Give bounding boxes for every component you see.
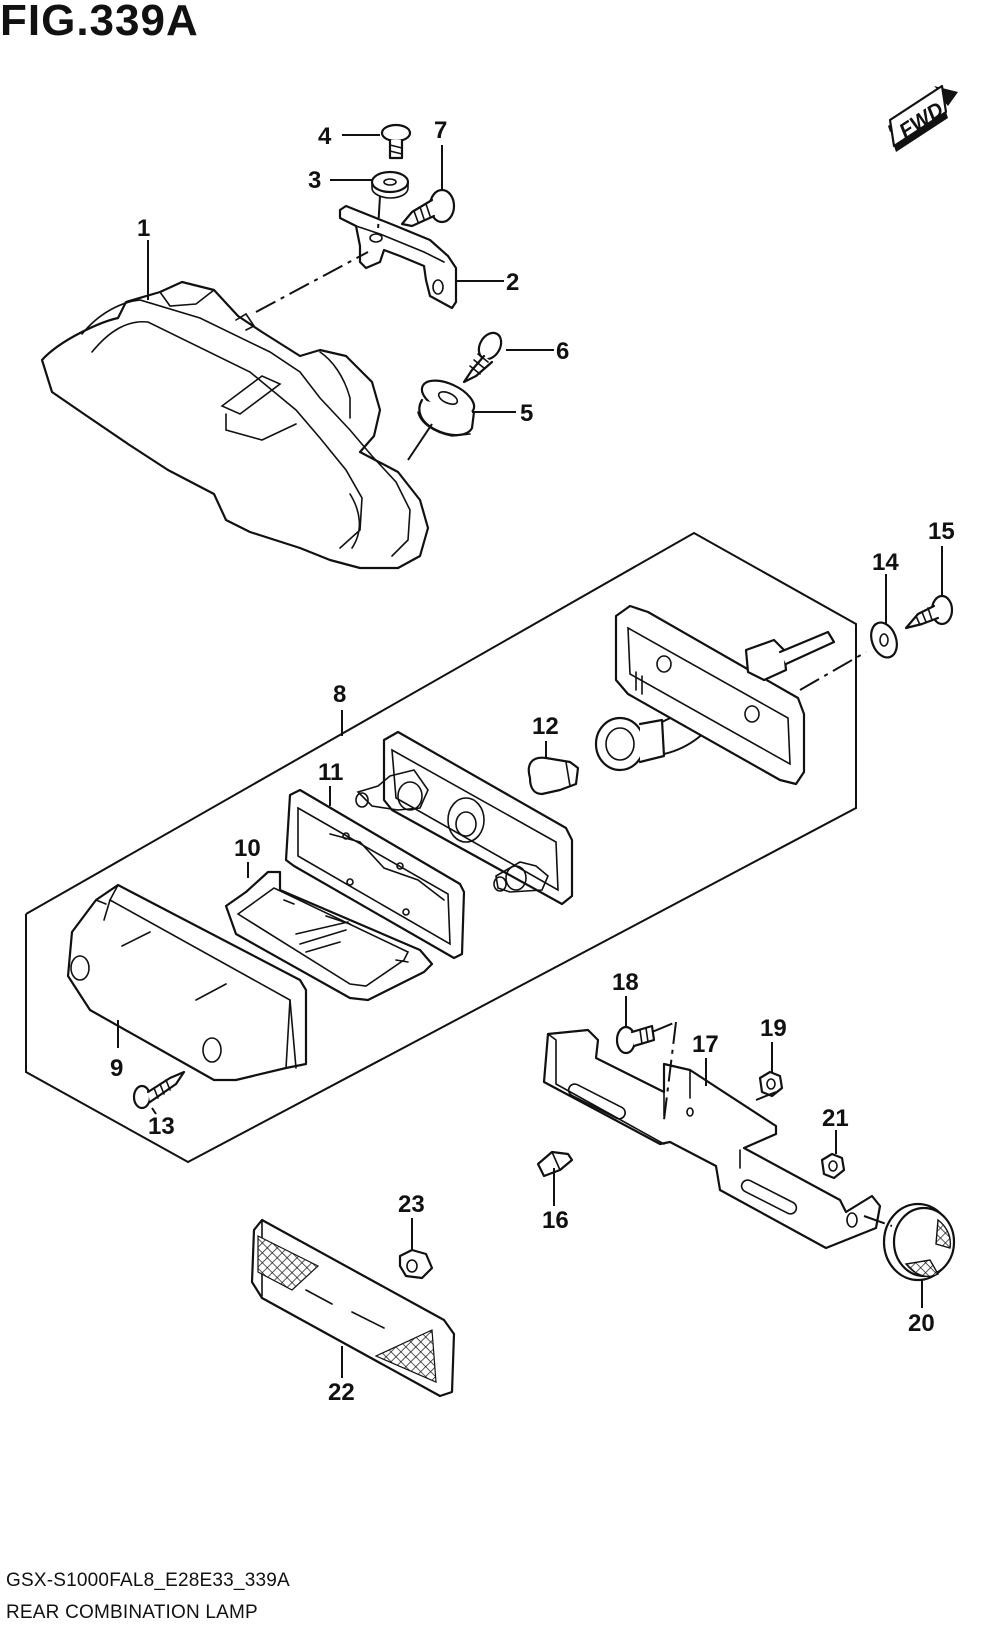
part-19-nut xyxy=(758,1070,784,1098)
callout-21: 21 xyxy=(822,1105,849,1132)
part-11-gasket xyxy=(284,788,466,960)
part-15-screw xyxy=(904,594,954,630)
part-23-nut xyxy=(398,1248,434,1280)
callout-18: 18 xyxy=(612,969,639,996)
callout-7: 7 xyxy=(434,117,447,144)
callout-6: 6 xyxy=(556,338,569,365)
part-20-round-reflector xyxy=(882,1202,956,1282)
callout-11: 11 xyxy=(318,759,343,786)
callout-5: 5 xyxy=(520,400,533,427)
fwd-arrow-icon: FWD xyxy=(888,84,958,152)
callout-8: 8 xyxy=(333,681,346,708)
callout-17: 17 xyxy=(692,1031,719,1058)
part-3-washer xyxy=(370,170,410,199)
callout-16: 16 xyxy=(542,1207,569,1234)
part-13-screw xyxy=(132,1070,186,1110)
figure-title: FIG.339A xyxy=(0,0,199,45)
part-22-rear-reflector xyxy=(250,1218,456,1398)
callout-4: 4 xyxy=(318,123,332,150)
part-12-bulb xyxy=(527,756,580,796)
callout-9: 9 xyxy=(110,1055,123,1082)
part-7-tapping-screw xyxy=(400,188,456,228)
bulb-base-board xyxy=(355,730,574,906)
callout-15: 15 xyxy=(928,518,955,545)
part-2-bracket xyxy=(338,204,458,310)
part-1-lamp-housing xyxy=(40,280,430,570)
model-code: GSX-S1000FAL8_E28E33_339A xyxy=(6,1570,290,1591)
part-5-grommet xyxy=(417,379,476,437)
callout-23: 23 xyxy=(398,1191,425,1218)
part-10-reflector xyxy=(224,870,434,1002)
part-16-clip xyxy=(536,1150,574,1178)
callout-12: 12 xyxy=(532,713,559,740)
callout-10: 10 xyxy=(234,835,261,862)
callout-14: 14 xyxy=(872,549,899,576)
part-17-bracket xyxy=(542,1028,882,1250)
assembly-8-outline xyxy=(25,531,857,1164)
part-9-lens xyxy=(66,883,308,1082)
callout-13: 13 xyxy=(148,1113,175,1140)
part-4-screw xyxy=(380,123,412,160)
callout-19: 19 xyxy=(760,1015,787,1042)
callout-22: 22 xyxy=(328,1379,355,1406)
callout-20: 20 xyxy=(908,1310,935,1337)
part-18-bolt xyxy=(615,1024,656,1055)
assembly-name: REAR COMBINATION LAMP xyxy=(6,1602,258,1623)
leader-lines xyxy=(117,134,943,1378)
part-14-washer xyxy=(870,621,898,659)
callout-2: 2 xyxy=(506,269,519,296)
part-21-nut xyxy=(820,1152,846,1180)
lamp-back-plate xyxy=(614,604,836,786)
callout-1: 1 xyxy=(137,215,150,242)
callout-3: 3 xyxy=(308,167,321,194)
part-6-screw xyxy=(462,331,503,384)
callout-numbers: 1 2 3 4 5 6 7 8 9 10 11 12 13 14 15 16 1… xyxy=(110,117,955,1406)
